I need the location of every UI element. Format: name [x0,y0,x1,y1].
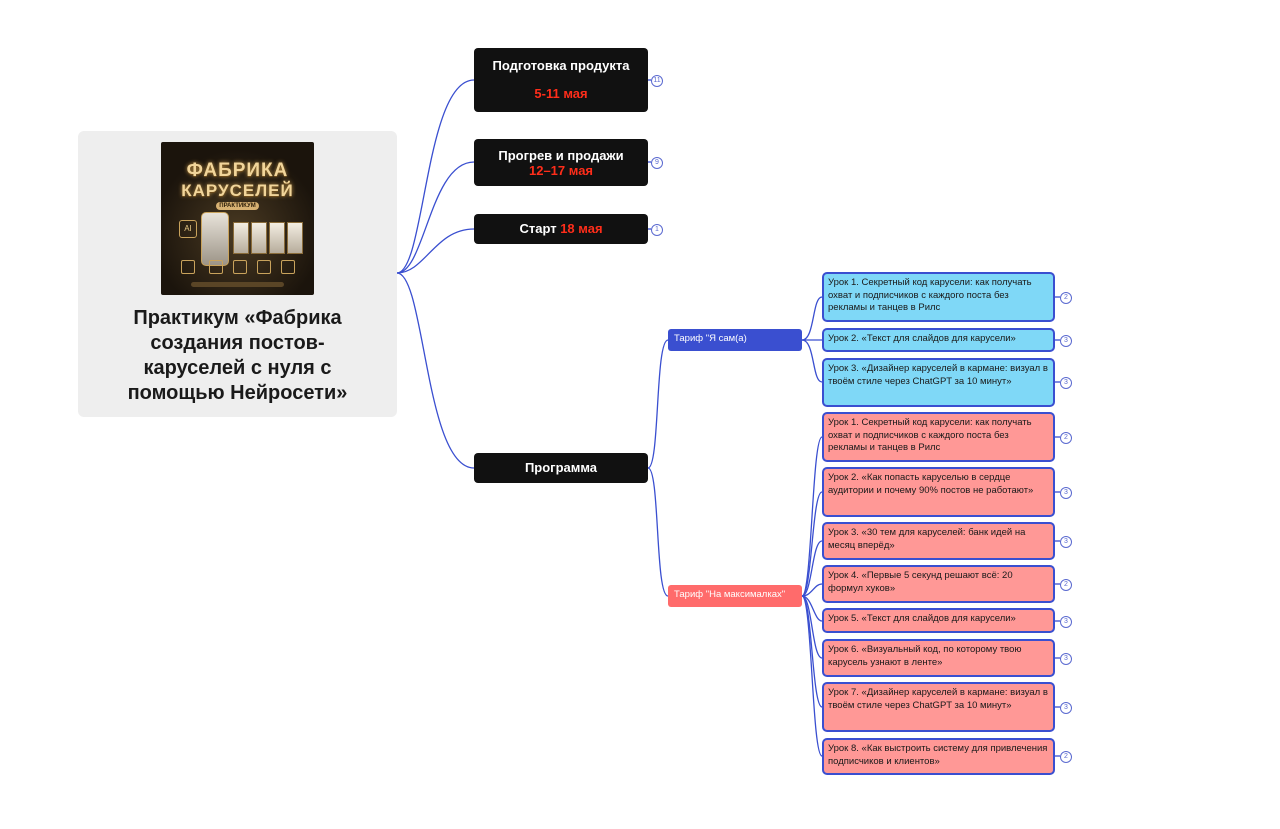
lesson-text: Урок 1. Секретный код карусели: как полу… [828,277,1032,313]
lesson-node[interactable]: Урок 5. «Текст для слайдов для карусели» [822,608,1055,633]
lesson-node[interactable]: Урок 3. «Дизайнер каруселей в кармане: в… [822,358,1055,407]
child-count-badge[interactable]: 2 [1060,579,1072,591]
lesson-text: Урок 2. «Как попасть каруселью в сердце … [828,472,1034,496]
cover-image: ФАБРИКА КАРУСЕЛЕЙ ПРАКТИКУМ AI [161,142,314,295]
branch-date: 18 мая [560,221,603,236]
ai-icon: AI [179,220,197,238]
tariff-max[interactable]: Тариф "На максималках" [668,585,802,607]
lesson-node[interactable]: Урок 1. Секретный код карусели: как полу… [822,412,1055,462]
tariff-self[interactable]: Тариф "Я сам(а) [668,329,802,351]
branch-title: Подготовка продукта [492,58,630,73]
lesson-node[interactable]: Урок 2. «Текст для слайдов для карусели» [822,328,1055,352]
lesson-text: Урок 3. «30 тем для каруселей: банк идей… [828,527,1026,551]
lesson-text: Урок 6. «Визуальный код, по которому тво… [828,644,1022,668]
feature-icon [281,260,295,274]
phone-illustration [201,212,229,266]
slide-card-illustration [269,222,285,254]
branch-date: 5-11 мая [534,86,588,101]
lesson-node[interactable]: Урок 3. «30 тем для каруселей: банк идей… [822,522,1055,560]
lesson-text: Урок 5. «Текст для слайдов для карусели» [828,613,1016,624]
branch-date: 12–17 мая [528,163,594,178]
branch-program[interactable]: Программа [474,453,648,483]
child-count-badge[interactable]: 3 [1060,653,1072,665]
child-count-badge[interactable]: 3 [1060,616,1072,628]
child-count-badge[interactable]: 3 [1060,335,1072,347]
feature-icon [209,260,223,274]
child-count-badge[interactable]: 3 [1060,536,1072,548]
lesson-text: Урок 8. «Как выстроить систему для привл… [828,743,1048,767]
branch-warmup-sales[interactable]: Прогрев и продажи 12–17 мая [474,139,648,186]
slide-card-illustration [287,222,303,254]
lesson-node[interactable]: Урок 7. «Дизайнер каруселей в кармане: в… [822,682,1055,732]
lesson-node[interactable]: Урок 4. «Первые 5 секунд решают всё: 20 … [822,565,1055,603]
feature-icon [257,260,271,274]
feature-icon [181,260,195,274]
lesson-text: Урок 4. «Первые 5 секунд решают всё: 20 … [828,570,1013,594]
lesson-text: Урок 2. «Текст для слайдов для карусели» [828,333,1016,344]
lesson-node[interactable]: Урок 1. Секретный код карусели: как полу… [822,272,1055,322]
tariff-label: Тариф "На максималках" [674,589,786,600]
lesson-text: Урок 1. Секретный код карусели: как полу… [828,417,1032,453]
cover-caption-bar [191,282,284,287]
cover-title-line2: КАРУСЕЛЕЙ [181,181,294,200]
child-count-badge[interactable]: 3 [1060,487,1072,499]
child-count-badge[interactable]: 3 [1060,377,1072,389]
lesson-text: Урок 3. «Дизайнер каруселей в кармане: в… [828,363,1048,387]
child-count-badge[interactable]: 2 [1060,432,1072,444]
branch-title: Старт [519,221,557,236]
cover-tag: ПРАКТИКУМ [216,202,259,210]
lesson-node[interactable]: Урок 2. «Как попасть каруселью в сердце … [822,467,1055,517]
branch-product-prep[interactable]: Подготовка продукта 5-11 мая [474,48,648,112]
feature-icon [233,260,247,274]
child-count-badge[interactable]: 9 [651,157,663,169]
lesson-text: Урок 7. «Дизайнер каруселей в кармане: в… [828,687,1048,711]
child-count-badge[interactable]: 1 [651,224,663,236]
lesson-node[interactable]: Урок 6. «Визуальный код, по которому тво… [822,639,1055,677]
slide-card-illustration [251,222,267,254]
branch-title: Программа [524,460,598,475]
lesson-node[interactable]: Урок 8. «Как выстроить систему для привл… [822,738,1055,775]
child-count-badge[interactable]: 2 [1060,292,1072,304]
tariff-label: Тариф "Я сам(а) [674,333,747,344]
branch-start[interactable]: Старт 18 мая [474,214,648,244]
slide-card-illustration [233,222,249,254]
cover-title-line1: ФАБРИКА [186,160,289,181]
root-title: Практикум «Фабрика создания постов-карус… [127,307,348,404]
child-count-badge[interactable]: 3 [1060,702,1072,714]
child-count-badge[interactable]: 11 [651,75,663,87]
branch-title: Прогрев и продажи [498,148,624,163]
child-count-badge[interactable]: 2 [1060,751,1072,763]
